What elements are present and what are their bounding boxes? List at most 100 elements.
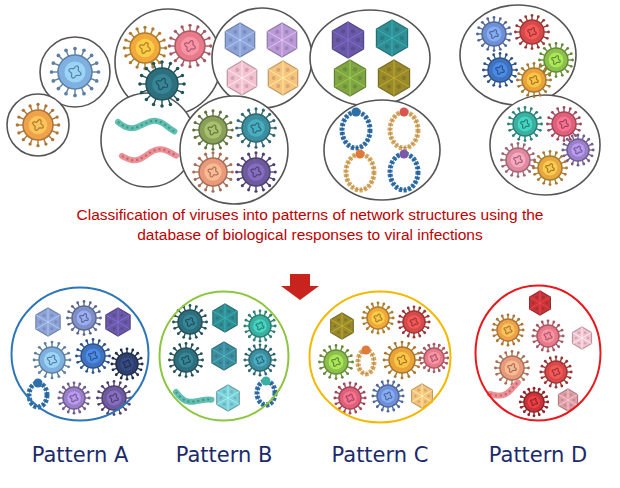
capsid-facet bbox=[422, 384, 423, 396]
capsomere bbox=[109, 320, 112, 323]
spike-tip bbox=[521, 90, 524, 93]
spike-tip bbox=[219, 146, 222, 149]
capsomere bbox=[584, 342, 587, 345]
capsid-facet bbox=[225, 32, 240, 41]
capsomere bbox=[218, 361, 221, 364]
spiky-virus bbox=[33, 341, 72, 380]
capsid-facet bbox=[282, 32, 297, 41]
spike-tip bbox=[591, 143, 594, 146]
spike-tip bbox=[423, 366, 426, 369]
spike-tip bbox=[204, 314, 207, 317]
virus-genome bbox=[33, 120, 44, 131]
spike-tip bbox=[407, 335, 410, 338]
capsid bbox=[376, 20, 407, 56]
virus-envelope bbox=[544, 48, 568, 72]
virus-envelope bbox=[116, 353, 138, 375]
spike-tip bbox=[504, 382, 507, 385]
spike-tip bbox=[388, 371, 391, 374]
spike-tip bbox=[541, 349, 544, 352]
spike-tip bbox=[169, 103, 173, 107]
virus-group-outline bbox=[180, 96, 288, 204]
spiky-virus bbox=[168, 342, 204, 378]
spike-tip bbox=[76, 361, 79, 364]
capsomere bbox=[387, 84, 391, 88]
capsid-facet bbox=[412, 396, 422, 402]
capsid-facet bbox=[240, 32, 255, 41]
spike-tip bbox=[67, 323, 70, 326]
spike-tip bbox=[387, 379, 390, 382]
virus-genome bbox=[504, 326, 512, 334]
spike-tip bbox=[504, 351, 507, 354]
capsid-facet bbox=[282, 40, 297, 49]
spike-tip bbox=[587, 159, 590, 162]
capsomere bbox=[564, 393, 567, 396]
capsomere bbox=[427, 395, 430, 398]
spike-tip bbox=[172, 321, 175, 324]
spike-tip bbox=[492, 53, 495, 56]
spike-tip bbox=[508, 26, 511, 29]
spike-tip bbox=[571, 59, 574, 62]
spike-tip bbox=[57, 123, 60, 126]
spike-tip bbox=[592, 149, 595, 152]
spike-tip bbox=[140, 368, 143, 371]
spike-tip bbox=[556, 107, 559, 110]
spike-tip bbox=[241, 184, 244, 187]
spike-tip bbox=[371, 303, 374, 306]
loop-head bbox=[400, 108, 409, 117]
spiky-virus bbox=[172, 304, 208, 340]
virus-genome bbox=[123, 360, 131, 368]
filament-virus bbox=[176, 392, 211, 402]
spike-tip bbox=[346, 349, 349, 352]
capsid-facet bbox=[342, 313, 343, 326]
spike-tip bbox=[63, 371, 66, 374]
spike-tip bbox=[22, 109, 25, 112]
spike-tip bbox=[115, 373, 118, 376]
virus-core bbox=[493, 63, 508, 78]
spike-tip bbox=[225, 157, 228, 160]
spike-tip bbox=[578, 129, 581, 132]
spike-tip bbox=[119, 412, 122, 415]
spike-tip bbox=[387, 327, 390, 330]
spike-tip bbox=[192, 170, 195, 173]
spike-tip bbox=[423, 331, 426, 334]
spike-tip bbox=[354, 383, 357, 386]
spiky-virus bbox=[491, 313, 524, 346]
capsomere bbox=[245, 68, 249, 72]
capsid-facet bbox=[213, 318, 225, 325]
spike-tip bbox=[591, 154, 594, 157]
spiky-virus bbox=[507, 106, 543, 142]
spike-tip bbox=[501, 343, 504, 346]
capsid-facet bbox=[350, 78, 351, 96]
capsid-facet bbox=[332, 31, 348, 40]
spike-tip bbox=[537, 15, 540, 18]
spike-tip bbox=[164, 46, 167, 49]
spike-tip bbox=[188, 65, 191, 68]
ellipse-border bbox=[310, 292, 451, 423]
capsomere bbox=[337, 331, 340, 334]
spike-tip bbox=[98, 370, 101, 373]
capsid-facet bbox=[582, 338, 592, 344]
spike-tip bbox=[194, 121, 197, 124]
virus-envelope bbox=[146, 68, 178, 100]
spike-tip bbox=[394, 342, 397, 345]
spike-tip bbox=[55, 131, 58, 134]
filament-virus bbox=[118, 121, 174, 132]
spike-tip bbox=[548, 85, 551, 88]
spike-tip bbox=[407, 307, 410, 310]
virus-envelope bbox=[63, 387, 85, 409]
capsomere bbox=[338, 76, 342, 80]
spike-tip bbox=[533, 62, 536, 65]
spike-tip bbox=[516, 79, 519, 82]
virus-genome bbox=[490, 30, 499, 39]
capsomere bbox=[219, 396, 222, 399]
spiky-virus bbox=[546, 106, 582, 142]
virus-genome bbox=[430, 354, 437, 361]
spike-tip bbox=[34, 352, 37, 355]
spike-tip bbox=[241, 113, 244, 116]
capsomere bbox=[42, 314, 45, 317]
spike-tip bbox=[75, 355, 78, 358]
spike-tip bbox=[387, 410, 390, 413]
virus-core bbox=[247, 163, 264, 180]
caption-box: Classification of viruses into patterns … bbox=[70, 205, 550, 245]
